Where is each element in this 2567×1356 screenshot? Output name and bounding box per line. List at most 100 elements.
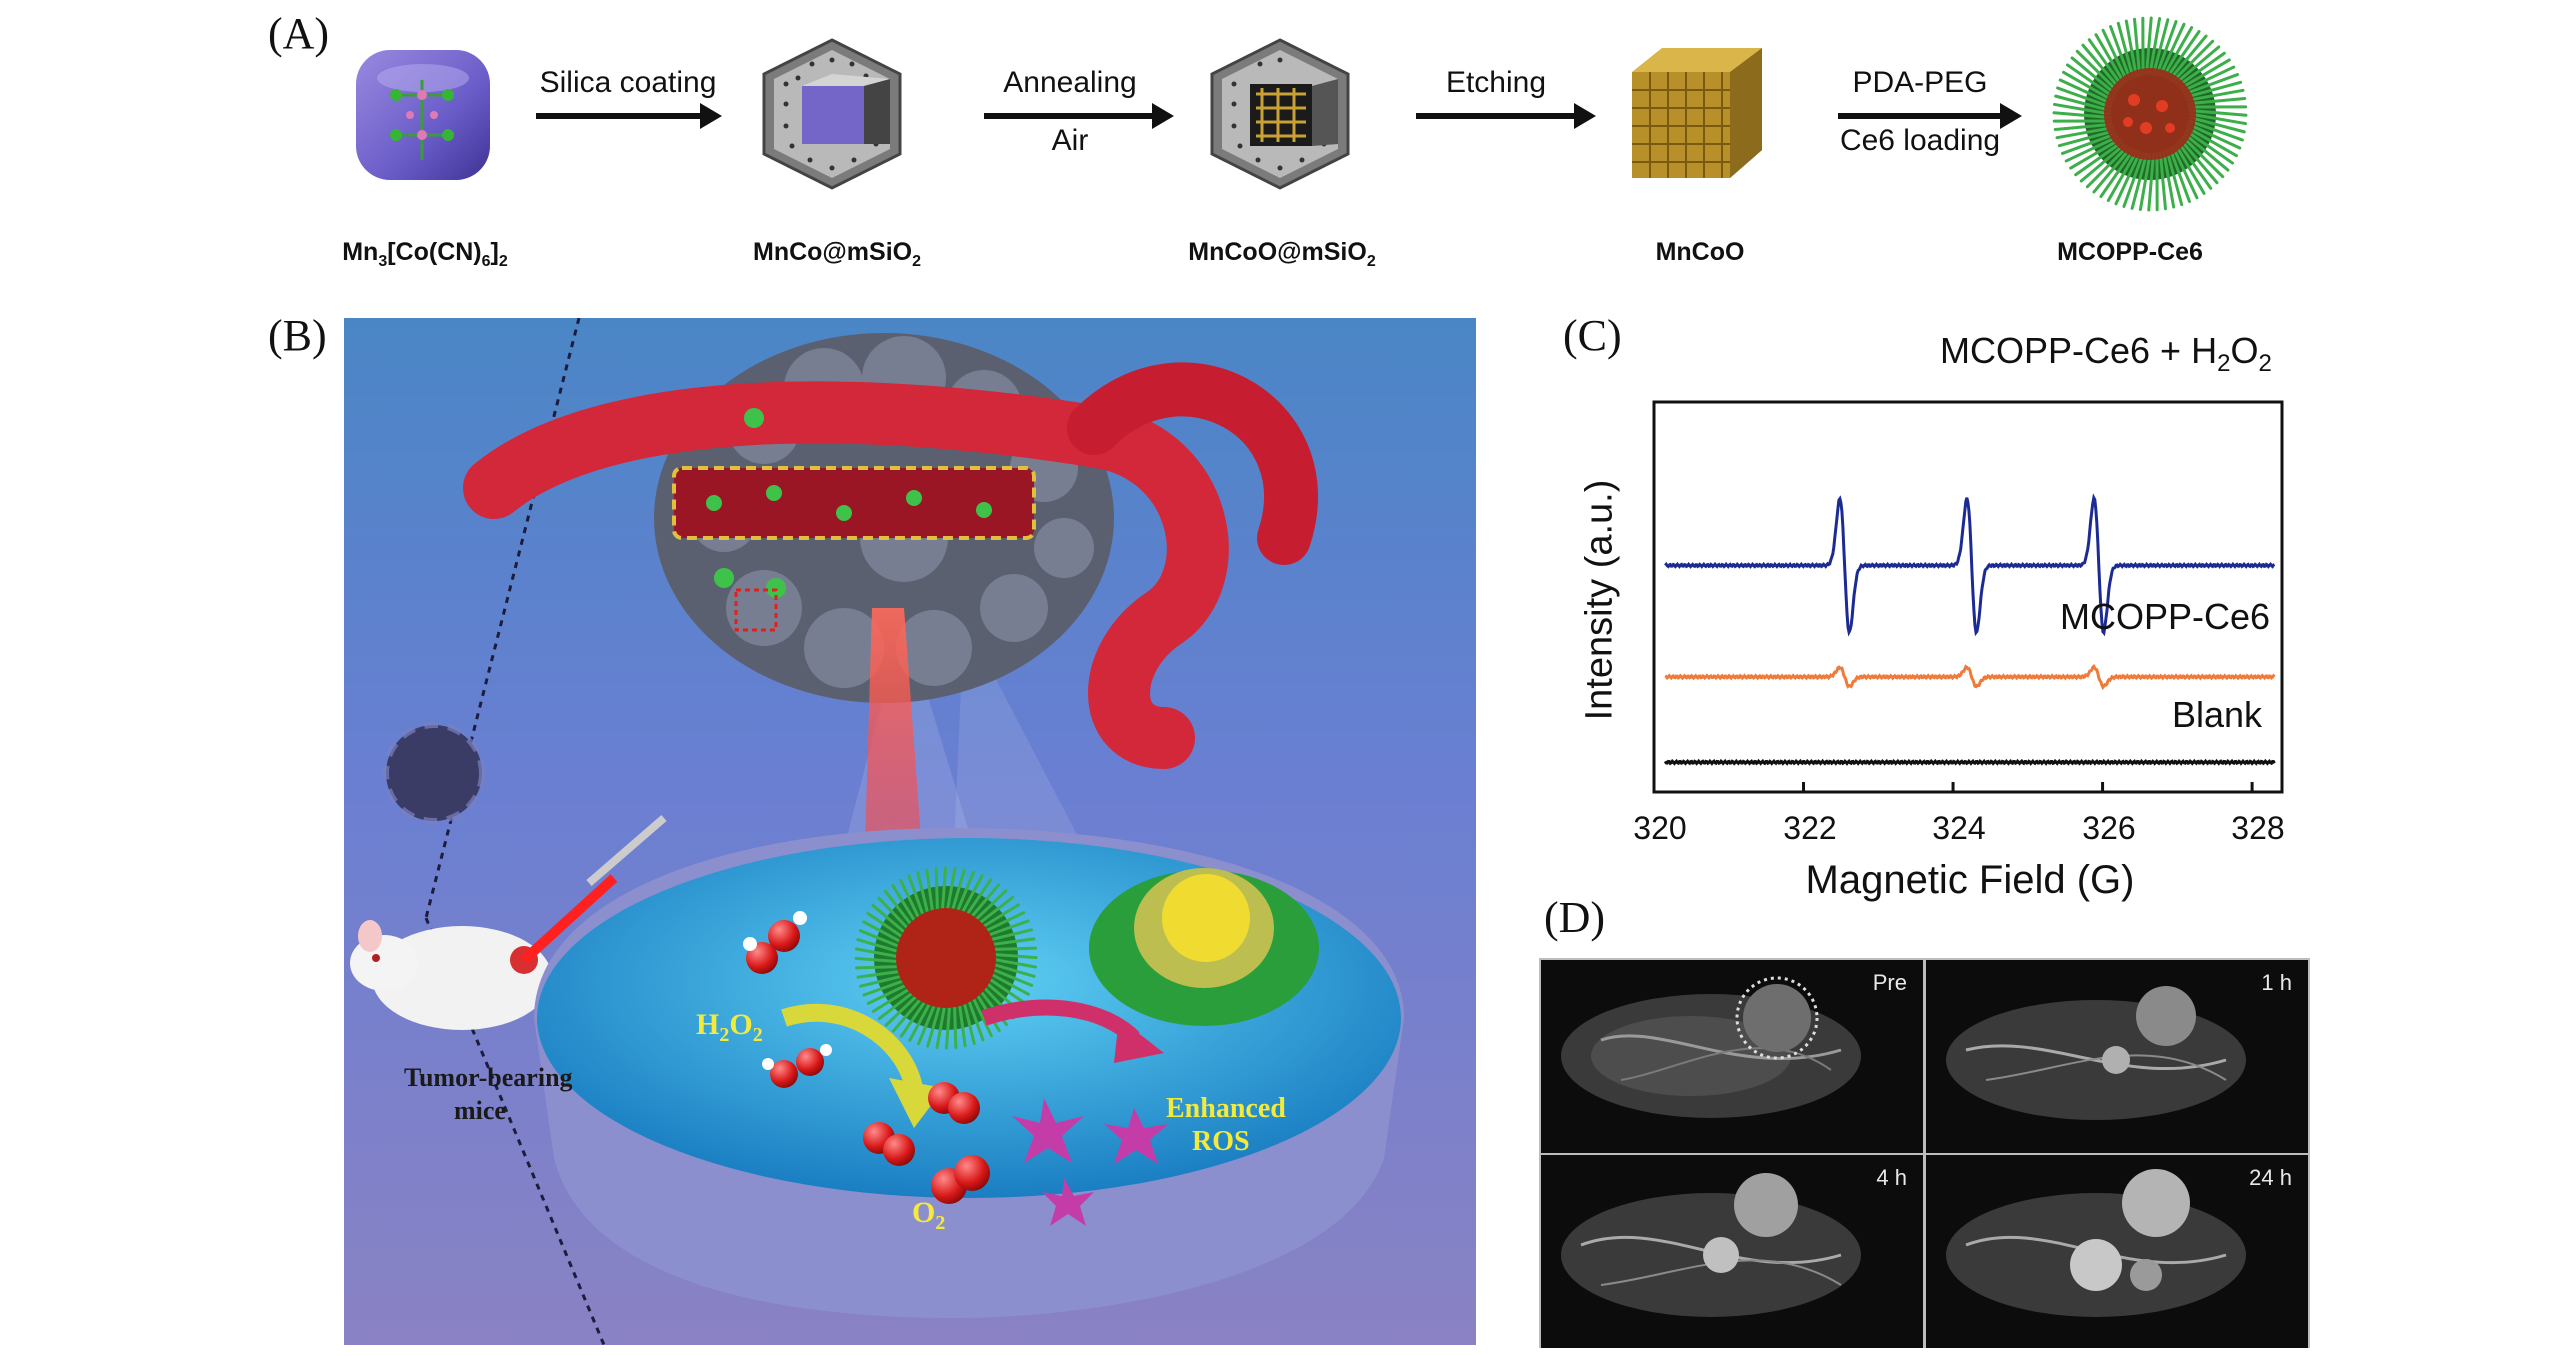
polymer-fiber [2187,97,2247,106]
polymer-fiber [2158,151,2167,211]
mri-label-pre: Pre [1872,970,1907,995]
step-label-ce6-loading: Ce6 loading [1839,124,2001,157]
polymer-fiber [2187,122,2242,150]
illustration-scene [344,318,1476,1345]
polymer-fiber [2147,152,2155,212]
polymer-fiber [2184,129,2235,165]
label-enhanced: Enhanced [1166,1093,1286,1124]
mncoo-cube-image [1632,48,1762,178]
panel-label-a: (A) [268,9,330,58]
polymer-fiber [2179,138,2219,185]
label-mn3co-cn6: Mn3[Co(CN)6]2 [342,238,508,270]
polymer-fiber [2052,111,2112,119]
polymer-fiber [2174,143,2206,195]
mri-mouse-image [1561,1173,1861,1317]
y-axis-title: Intensity (a.u.) [1578,479,1621,721]
polymer-fiber [2060,132,2117,155]
polymer-fiber [2179,58,2231,90]
precursor-cube-image [356,50,490,180]
polymer-fiber [2171,145,2199,200]
polymer-fiber [2052,102,2112,116]
mri-frame-1h: 1 h [1926,960,2308,1153]
tick-label-324: 324 [1932,810,1986,846]
polymer-fiber [2171,39,2215,83]
polymer-fiber [2114,151,2142,206]
polymer-fiber [2087,38,2124,88]
mri-frame-pre: Pre [1541,960,1923,1153]
mnco-msio2-image [762,38,902,190]
label-mcopp-ce6: MCOPP-Ce6 [2057,238,2203,266]
mri-mouse-image [1946,1169,2246,1317]
polymer-fiber [2181,135,2225,179]
tick-label-326: 326 [2082,810,2136,846]
mri-frame-24h: 24 h [1926,1155,2308,1348]
polymer-fiber [2130,152,2149,210]
polymer-fiber [2186,126,2238,158]
polymer-fiber [2094,33,2126,85]
polymer-fiber [2162,150,2176,209]
mncoo-msio2-image [1210,38,1350,190]
arrow-step-1 [536,103,722,129]
polymer-fiber [2187,119,2244,142]
polymer-fiber [2186,88,2245,102]
mri-label-4h: 4 h [1876,1165,1907,1190]
polymer-fiber [2065,63,2116,99]
polymer-fiber [2162,26,2194,78]
label-mice: mice [454,1096,506,1125]
polymer-fiber [2133,17,2142,77]
chart-frame [1652,400,2284,794]
polymer-fiber [2074,140,2124,177]
polymer-fiber [2099,148,2135,199]
x-axis-title: Magnetic Field (G) [1805,858,2135,902]
arrow-step-3 [1416,103,1596,129]
label-mncoo-msio2: MnCoO@mSiO2 [1188,238,1376,270]
polymer-fiber [2053,122,2113,131]
polymer-fiber [2138,152,2152,212]
arrow-step-4 [1838,103,2022,129]
polymer-fiber [2064,135,2119,163]
panel-label-b: (B) [268,311,327,360]
label-h2o2: H2O2 [696,1008,763,1046]
step-label-etching: Etching [1445,66,1547,99]
polymer-fiber [2151,18,2170,76]
step-label-annealing: Annealing [1003,66,1137,99]
step-label-silica-coating: Silica coating [539,66,717,99]
series-label-mcopp-ce6: MCOPP-Ce6 [2060,596,2271,637]
polymer-fiber [2079,143,2126,183]
polymer-fiber [2054,94,2112,113]
series-line-1 [1664,493,2276,637]
tick-label-328: 328 [2231,810,2285,846]
polymer-fiber [2122,151,2145,208]
series-label-blank: Blank [2172,694,2263,735]
polymer-fiber [2184,80,2243,99]
mcopp-ce6-particle-image [2052,16,2248,212]
mri-image-grid: Pre 1 h 4 h 24 h [1539,958,2310,1348]
polymer-fiber [2101,28,2129,83]
polymer-fiber [2165,148,2184,207]
polymer-fiber [2124,19,2138,78]
polymer-fiber [2069,138,2121,170]
series-label-mcopp-ce6-h2o2: MCOPP-Ce6 + H2O2 [1940,330,2272,378]
polymer-fiber [2145,16,2153,76]
polymer-fiber [2188,112,2248,126]
polymer-fiber [2109,24,2132,81]
mri-label-24h: 24 h [2249,1165,2292,1190]
polymer-fiber [2176,51,2226,88]
polymer-fiber [2181,65,2236,93]
mri-mouse-image [1946,986,2246,1120]
epr-chart: 320 322 324 326 328 Magnetic Field (G) I… [1560,330,2340,930]
polymer-fiber [2158,22,2186,77]
tick-label-320: 320 [1633,810,1687,846]
polymer-fiber [2075,49,2119,93]
polymer-fiber [2070,56,2117,96]
mri-mouse-image [1561,976,1861,1118]
polymer-fiber [2183,132,2230,172]
mechanism-illustration: Tumor-bearing mice H2O2 O2 Enhanced ROS [344,318,1476,1345]
polymer-fiber [2165,29,2201,80]
polymer-fiber [2062,70,2114,102]
step-label-pda-peg: PDA-PEG [1852,66,1988,99]
tick-label-322: 322 [1783,810,1837,846]
series-line-3 [1663,758,2276,766]
polymer-fiber [2188,109,2248,117]
chart-svg [1652,400,2284,794]
